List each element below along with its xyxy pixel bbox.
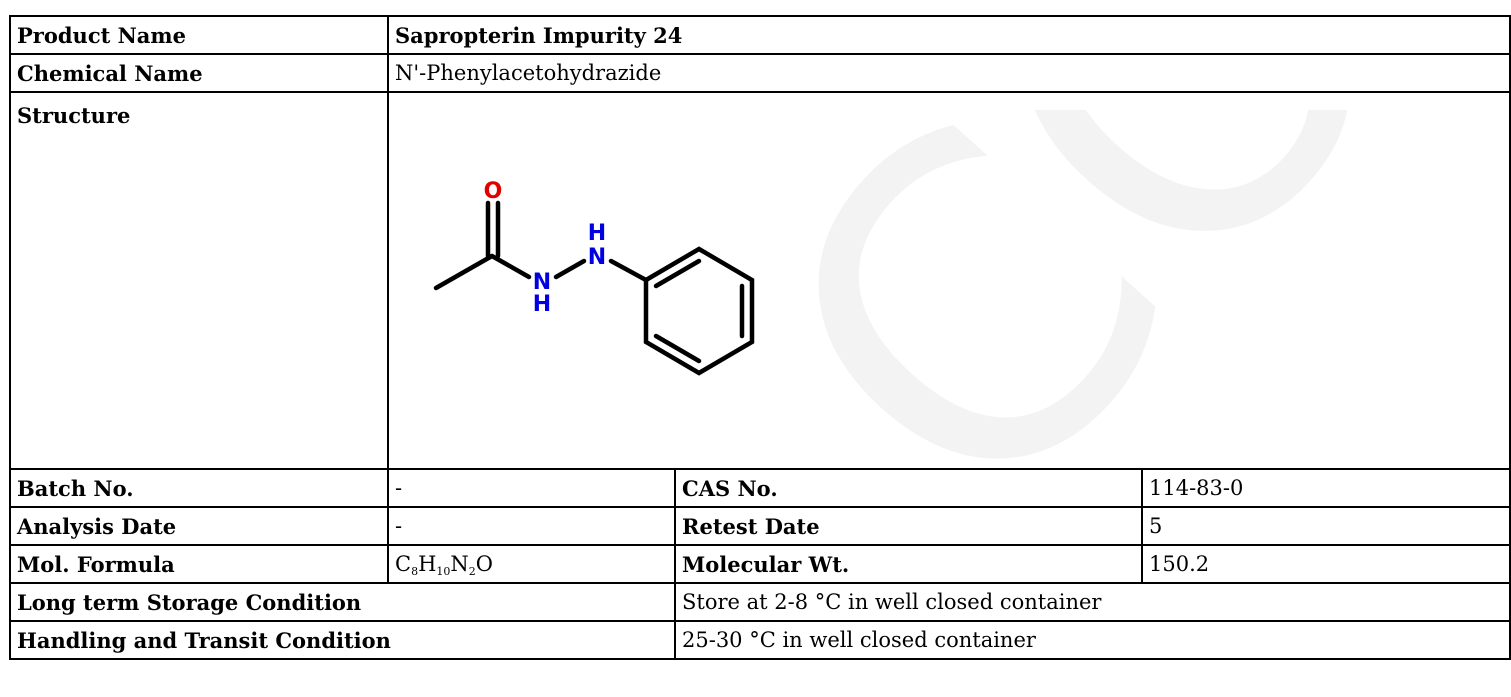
oxygen-atom: O: [484, 179, 503, 204]
row-batch-cas: Batch No. - CAS No. 114-83-0: [9, 468, 1511, 508]
row-chemical-name: Chemical Name N'-Phenylacetohydrazide: [9, 53, 1511, 93]
product-name-value: Sapropterin Impurity 24: [386, 15, 1511, 55]
structure-label-cell: Structure: [9, 91, 389, 470]
row-formula-weight: Mol. Formula C8H10N2O Molecular Wt. 150.…: [9, 544, 1511, 584]
hydrogen-atom-1: H: [533, 292, 551, 317]
handling-value: 25-30 °C in well closed container: [673, 620, 1511, 660]
batch-no-label: Batch No.: [9, 468, 389, 508]
nitrogen-atom-2: N: [588, 245, 606, 270]
row-storage: Long term Storage Condition Store at 2-8…: [9, 582, 1511, 622]
molecular-wt-value: 150.2: [1140, 544, 1511, 584]
row-dates: Analysis Date - Retest Date 5: [9, 506, 1511, 546]
mol-formula-value: C8H10N2O: [387, 544, 676, 584]
analysis-date-value: -: [387, 506, 676, 546]
cas-no-label: CAS No.: [674, 468, 1143, 508]
row-structure: Structure: [9, 91, 1511, 470]
product-name-label: Product Name: [9, 15, 389, 55]
row-product-name: Product Name Sapropterin Impurity 24: [9, 15, 1511, 55]
retest-date-value: 5: [1140, 506, 1511, 546]
cas-no-value: 114-83-0: [1140, 468, 1511, 508]
batch-no-value: -: [387, 468, 676, 508]
chemical-structure-image: O N H H N: [433, 179, 755, 376]
molecular-wt-label: Molecular Wt.: [674, 544, 1143, 584]
structure-image-cell: O N H H N: [386, 91, 1511, 470]
retest-date-label: Retest Date: [674, 506, 1143, 546]
hydrogen-atom-2: H: [588, 221, 606, 246]
mol-formula-label: Mol. Formula: [9, 544, 389, 584]
analysis-date-label: Analysis Date: [9, 506, 389, 546]
storage-value: Store at 2-8 °C in well closed container: [673, 582, 1511, 622]
handling-label: Handling and Transit Condition: [9, 620, 676, 660]
nitrogen-atom-1: N: [533, 270, 551, 295]
chemical-name-value: N'-Phenylacetohydrazide: [386, 53, 1511, 93]
structure-label: Structure: [17, 103, 131, 128]
row-handling: Handling and Transit Condition 25-30 °C …: [9, 620, 1511, 660]
chemical-name-label: Chemical Name: [9, 53, 389, 93]
coa-table: Product Name Sapropterin Impurity 24 Che…: [9, 15, 1511, 660]
storage-label: Long term Storage Condition: [9, 582, 676, 622]
